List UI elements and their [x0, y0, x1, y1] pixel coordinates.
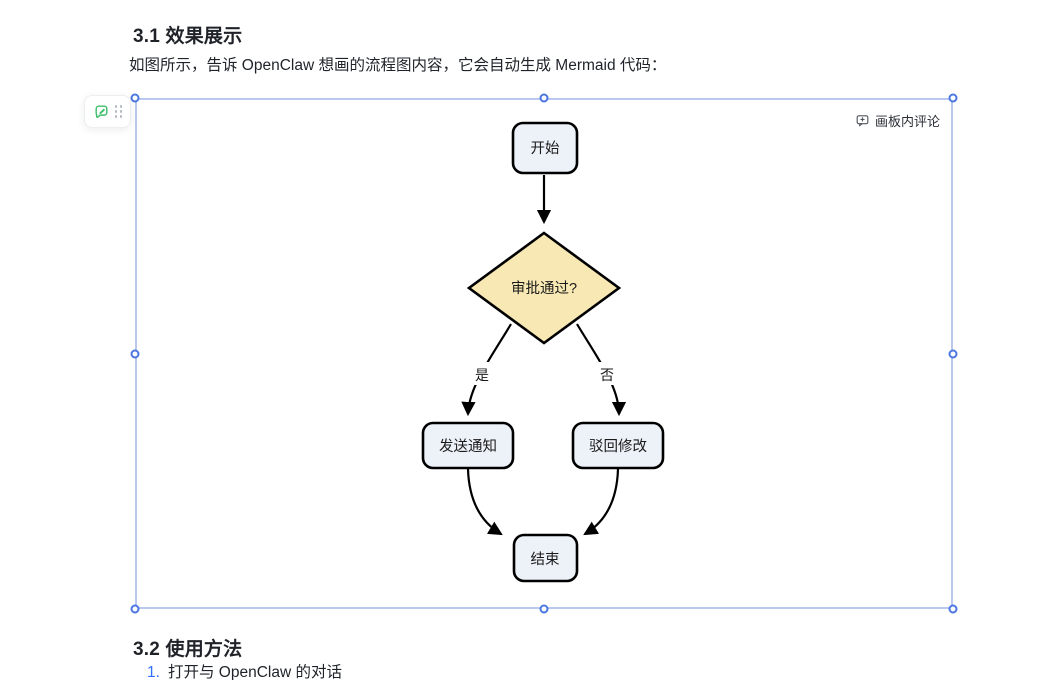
list-item-number: 1.	[147, 664, 160, 680]
selection-handle-top-right[interactable]	[948, 93, 958, 103]
add-comment-icon[interactable]	[93, 103, 110, 120]
board-comment-label: 画板内评论	[874, 114, 940, 129]
flowchart-node-yes[interactable]	[421, 421, 515, 470]
selection-handle-bottom-left[interactable]	[130, 604, 140, 614]
node-no-label: 驳回修改	[589, 438, 647, 455]
selection-handle-bottom-right[interactable]	[948, 604, 958, 614]
list-item: 1. 打开与 OpenClaw 的对话	[147, 662, 342, 680]
board-block[interactable]: 画板内评论 是 否 开始 审批通过?	[130, 93, 958, 614]
edge-no-end	[583, 468, 620, 536]
node-end-label: 结束	[531, 551, 560, 568]
comment-plus-icon	[855, 113, 870, 128]
node-start-label: 开始	[531, 140, 560, 157]
selection-handle-top-left[interactable]	[130, 93, 140, 103]
edge-label-yes-bg	[471, 362, 494, 385]
selection-handle-bottom-middle[interactable]	[539, 604, 549, 614]
selection-handle-middle-left[interactable]	[130, 349, 140, 358]
edge-label-no-bg	[596, 362, 619, 385]
edge-label-no: 否	[600, 367, 614, 383]
flowchart-node-start[interactable]	[511, 121, 579, 175]
intro-paragraph: 如图所示，告诉 OpenClaw 想画的流程图内容，它会自动生成 Mermaid…	[129, 57, 667, 74]
flowchart-node-no[interactable]	[571, 421, 665, 470]
flowchart-node-decision[interactable]	[466, 231, 622, 345]
block-toolbar	[84, 95, 131, 128]
section-3-1-heading: 3.1 效果展示	[133, 26, 243, 47]
node-yes-label: 发送通知	[439, 438, 497, 455]
board-comment-button[interactable]: 画板内评论	[855, 111, 940, 130]
flowchart: 是 否 开始 审批通过? 发送通知 驳回修改 结束	[421, 121, 665, 583]
drag-handle-icon[interactable]	[114, 105, 123, 118]
selection-handle-top-middle[interactable]	[539, 93, 549, 103]
selection-handle-middle-right[interactable]	[948, 349, 958, 358]
section-3-2-heading: 3.2 使用方法	[133, 639, 243, 660]
node-decision-label: 审批通过?	[511, 280, 577, 297]
list-item-text: 打开与 OpenClaw 的对话	[168, 664, 342, 680]
edge-yes-end	[466, 468, 503, 536]
edge-label-yes: 是	[475, 367, 489, 383]
flowchart-node-end[interactable]	[512, 533, 579, 583]
